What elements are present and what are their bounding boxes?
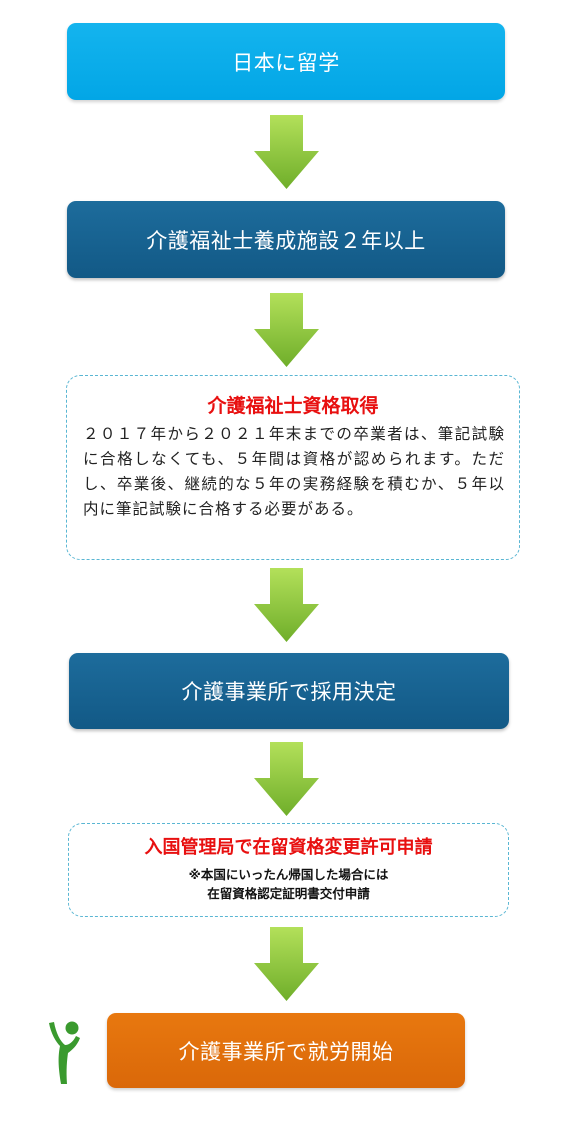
cheering-person-icon [49,1021,80,1084]
down-arrow-icon [254,115,319,189]
step-study-box: 日本に留学 [67,23,505,100]
qualification-body: ２０１７年から２０２１年末までの卒業者は、筆記試験に合格しなくても、５年間は資格… [83,425,505,518]
step-hire-label: 介護事業所で採用決定 [181,680,397,704]
down-arrow-icon [254,927,319,1001]
immigration-title: 入国管理局で在留資格変更許可申請 [144,837,433,858]
down-arrow-icon [254,742,319,816]
down-arrow-icon [254,568,319,642]
step-start-box: 介護事業所で就労開始 [107,1013,465,1088]
step-study-label: 日本に留学 [232,50,340,75]
step-school-box: 介護福祉士養成施設２年以上 [67,201,505,278]
immigration-note-line1: ※本国にいったん帰国した場合には [188,867,389,882]
qualification-title: 介護福祉士資格取得 [207,395,379,417]
down-arrow-icon [254,293,319,367]
step-school-label: 介護福祉士養成施設２年以上 [146,228,426,253]
immigration-note-line2: 在留資格認定証明書交付申請 [207,886,370,901]
step-start-label: 介護事業所で就労開始 [178,1039,394,1064]
step-hire-box: 介護事業所で採用決定 [69,653,509,729]
immigration-box: 入国管理局で在留資格変更許可申請 ※本国にいったん帰国した場合には 在留資格認定… [68,823,509,917]
qualification-box: 介護福祉士資格取得 ２０１７年から２０２１年末までの卒業者は、筆記試験に合格しな… [66,375,520,560]
